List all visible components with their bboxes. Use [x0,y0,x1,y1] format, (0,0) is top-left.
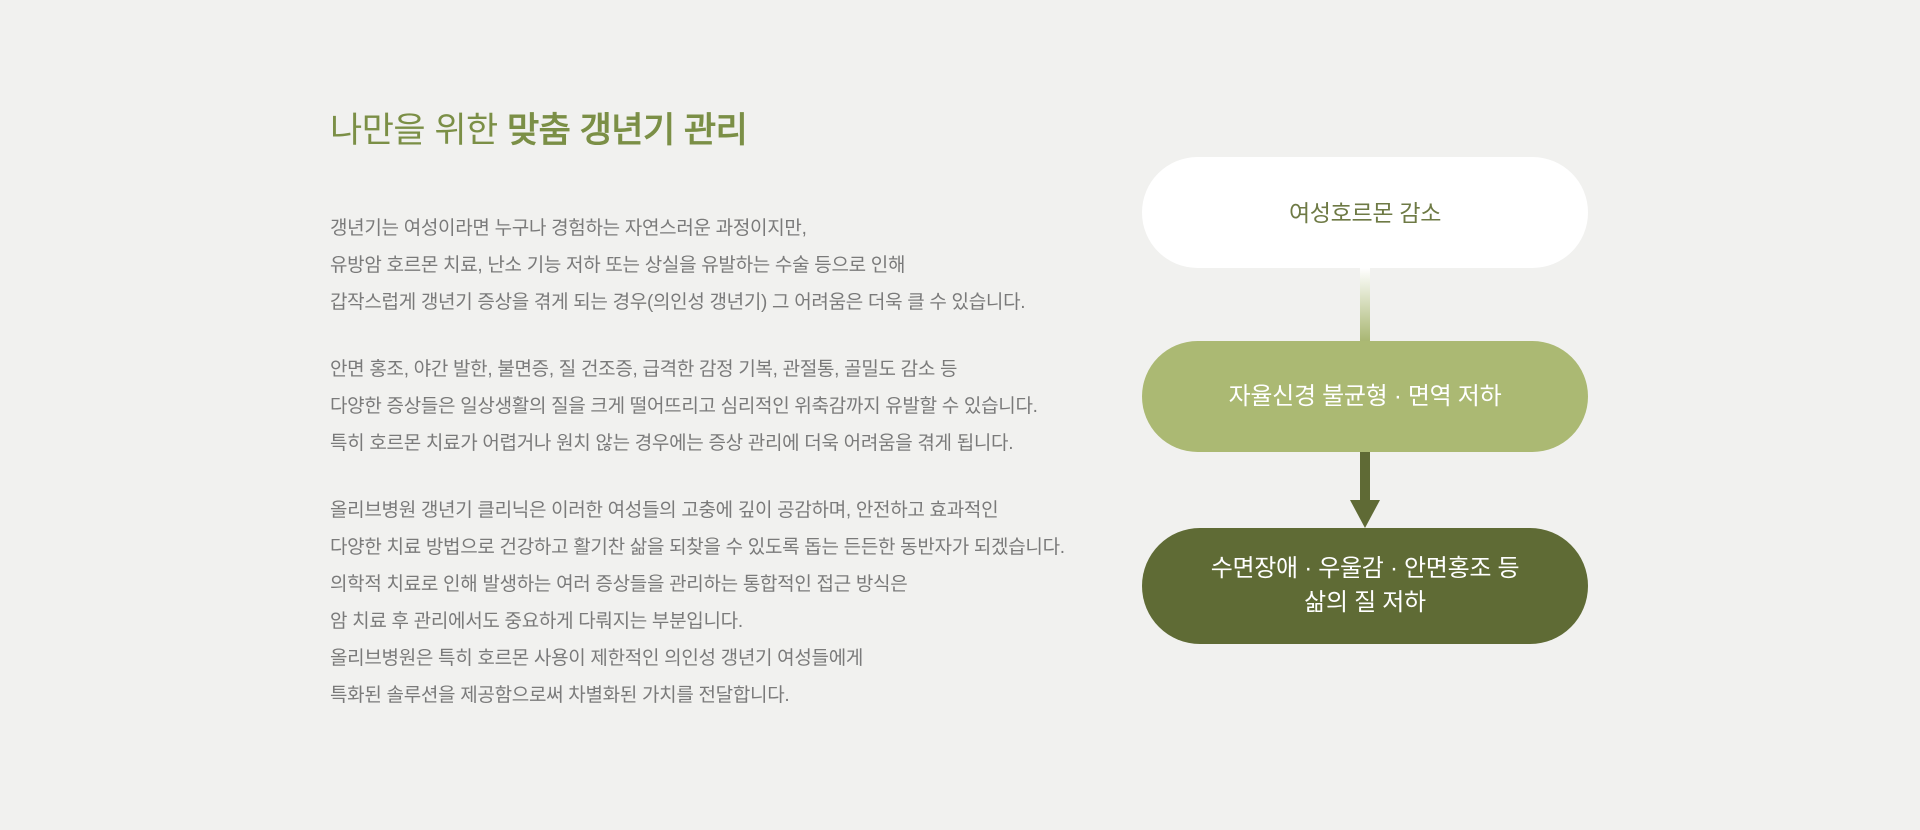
symptoms-paragraph: 안면 홍조, 야간 발한, 불면증, 질 건조증, 급격한 감정 기복, 관절통… [330,351,1070,462]
paragraph-line: 특화된 솔루션을 제공함으로써 차별화된 가치를 전달합니다. [330,685,790,706]
paragraph-line: 갑작스럽게 갱년기 증상을 겪게 되는 경우(의인성 갱년기) 그 어려움은 더… [330,292,1026,313]
flow-step-label: 자율신경 불균형 · 면역 저하 [1228,382,1502,410]
flow-connector-gradient [1360,268,1370,341]
flow-step-label-line1: 수면장애 · 우울감 · 안면홍조 등 [1210,555,1520,582]
paragraph-line: 갱년기는 여성이라면 누구나 경험하는 자연스러운 과정이지만, [330,218,807,239]
down-arrow-icon [1350,452,1380,528]
flow-step-label-line2: 삶의 질 저하 [1304,589,1426,616]
flow-step-hormone-decrease: 여성호르몬 감소 [1142,157,1588,268]
paragraph-line: 다양한 증상들은 일상생활의 질을 크게 떨어뜨리고 심리적인 위축감까지 유발… [330,396,1038,417]
paragraph-line: 다양한 치료 방법으로 건강하고 활기찬 삶을 되찾을 수 있도록 돕는 든든한… [330,537,1065,558]
section-title-bold: 맞춤 갱년기 관리 [506,111,748,150]
intro-paragraph: 갱년기는 여성이라면 누구나 경험하는 자연스러운 과정이지만, 유방암 호르몬… [330,210,1070,321]
flow-step-quality-of-life: 수면장애 · 우울감 · 안면홍조 등 삶의 질 저하 [1142,528,1588,644]
flow-step-label: 여성호르몬 감소 [1288,199,1442,226]
paragraph-line: 의학적 치료로 인해 발생하는 여러 증상들을 관리하는 통합적인 접근 방식은 [330,574,908,595]
paragraph-line: 유방암 호르몬 치료, 난소 기능 저하 또는 상실을 유발하는 수술 등으로 … [330,255,906,276]
section-title: 나만을 위한 맞춤 갱년기 관리 [330,108,1070,154]
paragraph-line: 특히 호르몬 치료가 어렵거나 원치 않는 경우에는 증상 관리에 더욱 어려움… [330,433,1014,454]
paragraph-line: 올리브병원은 특히 호르몬 사용이 제한적인 의인성 갱년기 여성들에게 [330,648,864,669]
down-arrow-shaft [1360,452,1370,500]
down-arrow-head [1350,500,1380,528]
paragraph-line: 암 치료 후 관리에서도 중요하게 다뤄지는 부분입니다. [330,611,743,632]
flow-diagram: 여성호르몬 감소 자율신경 불균형 · 면역 저하 수면장애 · 우울감 · 안… [1142,157,1588,644]
section-title-regular: 나만을 위한 [330,111,507,150]
flow-step-autonomic-imbalance: 자율신경 불균형 · 면역 저하 [1142,341,1588,452]
clinic-paragraph: 올리브병원 갱년기 클리닉은 이러한 여성들의 고충에 깊이 공감하며, 안전하… [330,492,1070,714]
paragraph-line: 안면 홍조, 야간 발한, 불면증, 질 건조증, 급격한 감정 기복, 관절통… [330,359,958,380]
text-column: 나만을 위한 맞춤 갱년기 관리 갱년기는 여성이라면 누구나 경험하는 자연스… [330,108,1070,714]
paragraph-line: 올리브병원 갱년기 클리닉은 이러한 여성들의 고충에 깊이 공감하며, 안전하… [330,500,999,521]
